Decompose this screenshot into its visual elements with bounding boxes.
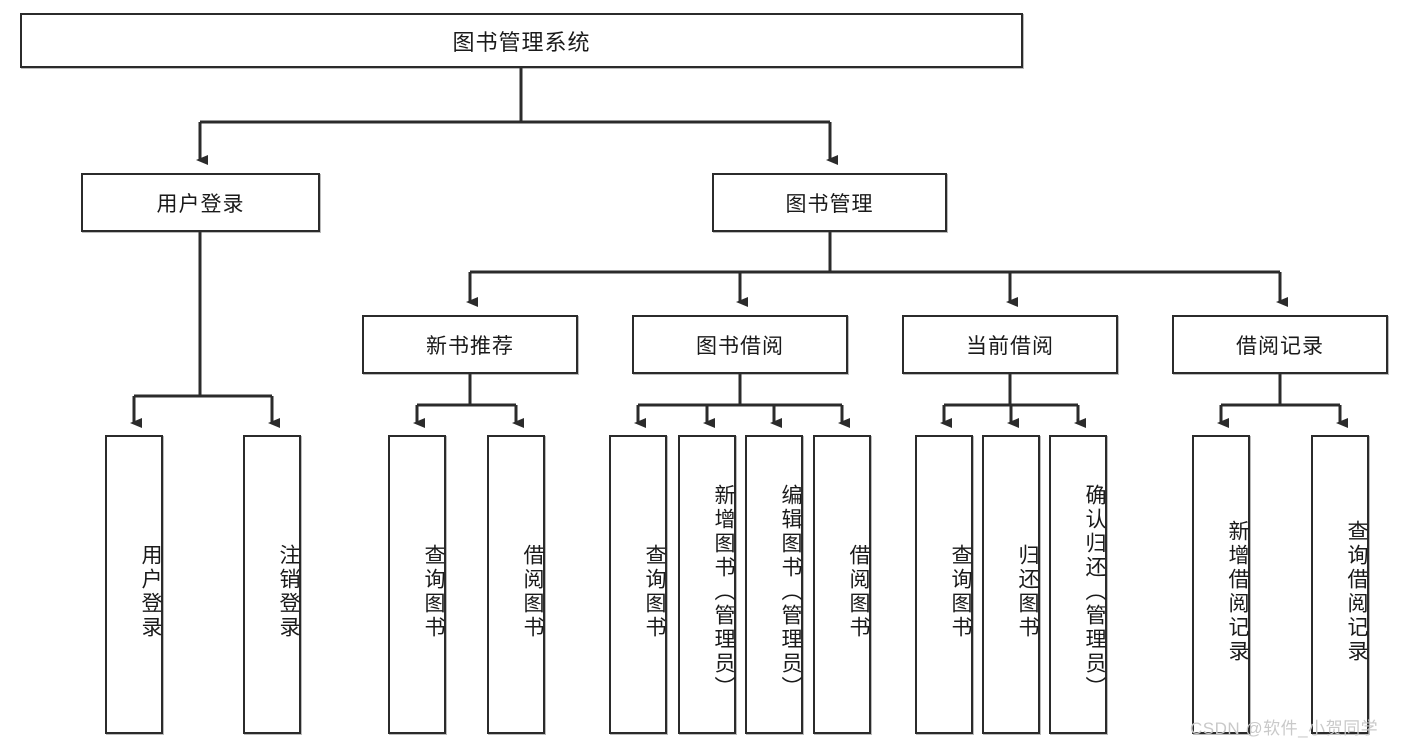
node-label: 归还图书 (1016, 543, 1039, 640)
node-label: 查询图书 (949, 543, 972, 640)
node-label: 用户登录 (139, 543, 162, 640)
node-label: 查询借阅记录 (1345, 519, 1368, 664)
node-current-borrow[interactable]: 当前借阅 (902, 315, 1118, 374)
node-label: 借阅记录 (1236, 334, 1324, 358)
node-label: 新增借阅记录 (1226, 519, 1249, 664)
node-label: 注销登录 (277, 543, 300, 640)
node-label: 确认归还（管理员） (1083, 483, 1106, 700)
node-leaf-borrow-book-2[interactable]: 借阅图书 (813, 435, 871, 734)
node-book-borrow[interactable]: 图书借阅 (632, 315, 848, 374)
node-label: 图书借阅 (696, 334, 784, 358)
node-label: 图书管理 (785, 192, 874, 216)
node-label: 查询图书 (422, 543, 445, 640)
node-label: 编辑图书（管理员） (779, 483, 802, 700)
node-book-manage[interactable]: 图书管理 (712, 173, 947, 232)
node-label: 新书推荐 (426, 334, 514, 358)
node-label: 用户登录 (156, 192, 245, 216)
node-label: 借阅图书 (847, 543, 870, 640)
node-user-login[interactable]: 用户登录 (81, 173, 320, 232)
node-label: 图书管理系统 (452, 29, 591, 55)
node-root-book-management-system[interactable]: 图书管理系统 (20, 13, 1023, 68)
node-leaf-return-book[interactable]: 归还图书 (982, 435, 1040, 734)
node-leaf-query-borrow-record[interactable]: 查询借阅记录 (1311, 435, 1369, 734)
node-leaf-add-book-admin[interactable]: 新增图书（管理员） (678, 435, 736, 734)
node-label: 查询图书 (643, 543, 666, 640)
node-leaf-confirm-return-admin[interactable]: 确认归还（管理员） (1049, 435, 1107, 734)
node-label: 当前借阅 (966, 334, 1054, 358)
node-borrow-record[interactable]: 借阅记录 (1172, 315, 1388, 374)
node-leaf-query-book-2[interactable]: 查询图书 (609, 435, 667, 734)
node-new-book-recommend[interactable]: 新书推荐 (362, 315, 578, 374)
node-label: 新增图书（管理员） (712, 483, 735, 700)
node-leaf-query-book-3[interactable]: 查询图书 (915, 435, 973, 734)
node-leaf-user-login[interactable]: 用户登录 (105, 435, 163, 734)
node-leaf-borrow-book-1[interactable]: 借阅图书 (487, 435, 545, 734)
node-label: 借阅图书 (521, 543, 544, 640)
csdn-watermark: CSDN @软件_小贺同学 (1190, 719, 1379, 738)
node-leaf-add-borrow-record[interactable]: 新增借阅记录 (1192, 435, 1250, 734)
node-leaf-logout-login[interactable]: 注销登录 (243, 435, 301, 734)
node-leaf-query-book-1[interactable]: 查询图书 (388, 435, 446, 734)
node-leaf-edit-book-admin[interactable]: 编辑图书（管理员） (745, 435, 803, 734)
